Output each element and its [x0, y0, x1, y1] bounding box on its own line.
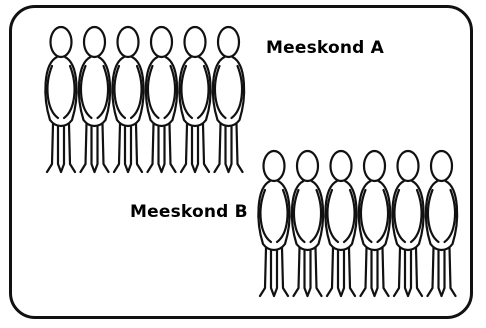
figure-torso — [111, 55, 145, 128]
figure-right-arm — [163, 64, 177, 120]
team-b-figure — [290, 149, 325, 298]
team-b-group — [257, 149, 459, 298]
figure-torso — [424, 179, 459, 252]
figure-torso — [178, 55, 212, 128]
team-b-figure — [257, 149, 291, 298]
figure-legs — [258, 246, 290, 298]
figure-legs — [179, 122, 211, 174]
figure-right-arm — [62, 64, 76, 120]
figure-left-arm — [359, 188, 373, 244]
figure-torso — [77, 55, 112, 128]
figure-legs — [146, 122, 177, 174]
team-b-figure — [324, 149, 358, 298]
figure-head — [429, 149, 454, 183]
figure-left-arm — [292, 188, 306, 244]
figure-right-arm — [409, 188, 423, 244]
figure-right-arm — [376, 188, 390, 244]
figure-left-arm — [326, 188, 340, 244]
figure-torso — [144, 55, 179, 128]
team-b-figure — [357, 149, 392, 298]
figure-head — [82, 25, 107, 59]
figure-torso — [290, 179, 325, 252]
team-a-figure — [178, 25, 212, 174]
figure-legs — [213, 122, 244, 174]
figure-head — [149, 25, 174, 59]
team-a-figure — [144, 25, 179, 174]
figure-head — [262, 149, 286, 183]
figure-torso — [324, 179, 358, 252]
team-a-figure — [211, 25, 246, 174]
figure-head — [116, 25, 140, 59]
figure-right-arm — [443, 188, 457, 244]
figure-left-arm — [146, 64, 160, 120]
figure-torso — [211, 55, 246, 128]
figure-right-arm — [342, 188, 356, 244]
figure-head — [362, 149, 387, 183]
figure-left-arm — [46, 64, 60, 120]
figure-left-arm — [79, 64, 93, 120]
team-b-figure — [424, 149, 459, 298]
figure-head — [329, 149, 353, 183]
team-a-group — [44, 25, 246, 174]
figure-left-arm — [180, 64, 194, 120]
figure-right-arm — [196, 64, 210, 120]
figure-legs — [292, 246, 323, 298]
figure-legs — [325, 246, 357, 298]
figure-legs — [79, 122, 110, 174]
figure-legs — [112, 122, 144, 174]
figure-legs — [392, 246, 424, 298]
figure-torso — [44, 55, 78, 128]
figure-left-arm — [393, 188, 407, 244]
figure-head — [183, 25, 207, 59]
figure-head — [49, 25, 73, 59]
figure-legs — [45, 122, 77, 174]
team-a-figure — [44, 25, 78, 174]
figure-right-arm — [96, 64, 110, 120]
figure-left-arm — [213, 64, 227, 120]
figure-torso — [357, 179, 392, 252]
team-a-figure — [77, 25, 112, 174]
figure-right-arm — [275, 188, 289, 244]
figure-right-arm — [129, 64, 143, 120]
figure-torso — [391, 179, 425, 252]
team-a-figure — [111, 25, 145, 174]
figure-legs — [426, 246, 457, 298]
figure-right-arm — [230, 64, 244, 120]
figure-left-arm — [113, 64, 127, 120]
figure-left-arm — [259, 188, 273, 244]
team-a-label: Meeskond A — [266, 38, 384, 58]
figure-left-arm — [426, 188, 440, 244]
figure-head — [396, 149, 420, 183]
figure-torso — [257, 179, 291, 252]
figure-head — [295, 149, 320, 183]
team-b-figure — [391, 149, 425, 298]
team-b-label: Meeskond B — [130, 202, 248, 222]
figure-head — [216, 25, 241, 59]
figure-legs — [359, 246, 390, 298]
figure-right-arm — [309, 188, 323, 244]
